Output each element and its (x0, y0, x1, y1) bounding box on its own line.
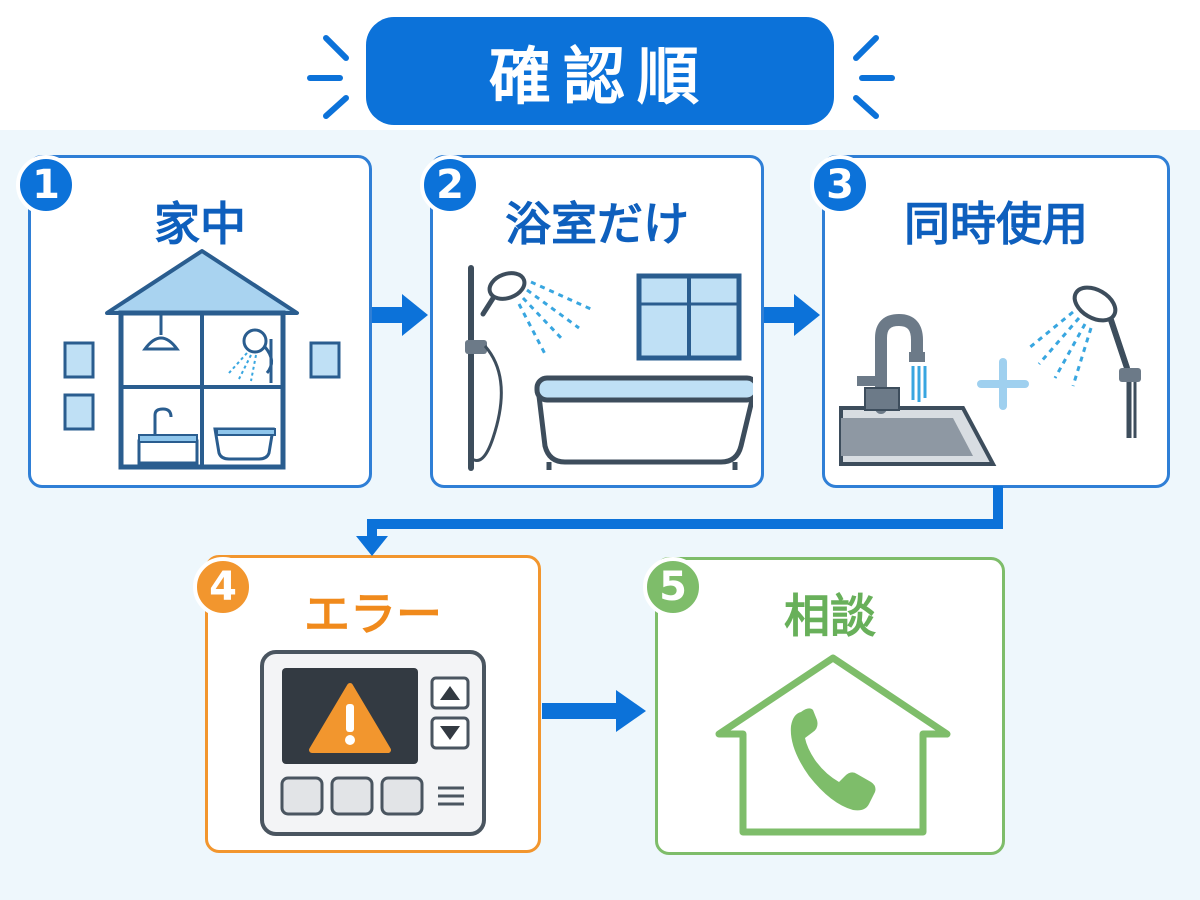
spark-right-icon (853, 35, 895, 119)
faucet-plus-shower-icon (839, 285, 1141, 466)
step-number-badge: 3 (810, 155, 870, 215)
house-cross-section-icon (63, 249, 341, 470)
page-title: 確認順 (488, 40, 711, 113)
step-number-badge: 5 (643, 557, 703, 617)
connector-arrow-icon (356, 486, 1003, 556)
house-phone-icon (715, 654, 951, 836)
step-label: 浴室だけ (505, 197, 689, 251)
shower-bathtub-icon (465, 265, 753, 471)
step-label: 相談 (784, 589, 876, 643)
arrow-right-icon (372, 294, 428, 336)
step-label: 家中 (154, 197, 246, 251)
step-number-badge: 4 (193, 557, 253, 617)
arrow-right-icon (542, 690, 646, 732)
step-card-3: 同時使用 (822, 155, 1170, 488)
step-label: エラー (304, 587, 442, 641)
step-card-4: エラー (205, 555, 541, 853)
step-label: 同時使用 (904, 197, 1088, 251)
step-number-badge: 1 (16, 155, 76, 215)
step-number-badge: 2 (420, 155, 480, 215)
remote-error-icon (260, 650, 486, 836)
step-card-5: 相談 (655, 557, 1005, 855)
step-card-1: 家中 (28, 155, 372, 488)
title-banner: 確認順 (366, 17, 834, 125)
spark-left-icon (307, 35, 349, 119)
arrow-right-icon (764, 294, 820, 336)
step-card-2: 浴室だけ (430, 155, 764, 488)
